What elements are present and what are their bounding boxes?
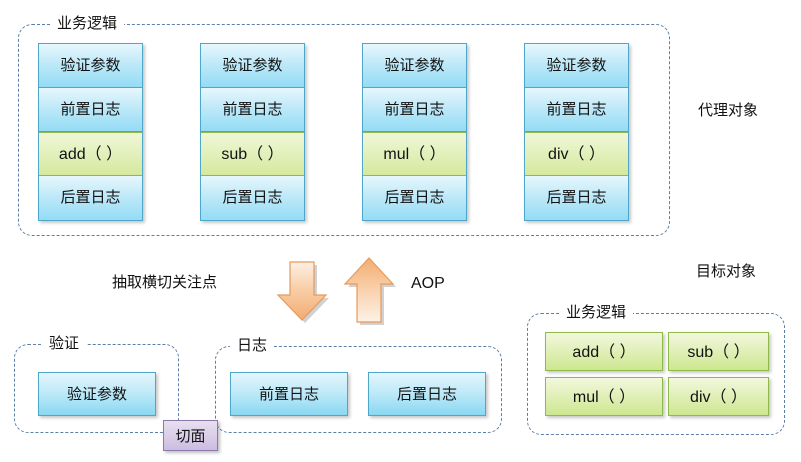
cell-validate-params: 验证参数 [201,44,304,88]
advice-box-validate-params[interactable]: 验证参数 [38,372,156,416]
cell-before-log: 前置日志 [363,88,466,132]
advice-box-after-log[interactable]: 后置日志 [368,372,486,416]
target-method-add[interactable]: add（ ） [545,332,663,371]
extract-crosscutting-concern-label: 抽取横切关注点 [112,274,218,291]
aspect-badge[interactable]: 切面 [163,420,218,451]
method-card-mul[interactable]: 验证参数 前置日志 mul（ ） 后置日志 [362,43,467,221]
log-group [215,346,502,433]
cell-after-log: 后置日志 [39,176,142,220]
target-method-sub[interactable]: sub（ ） [668,332,769,371]
target-method-div[interactable]: div（ ） [668,377,769,416]
cell-after-log: 后置日志 [201,176,304,220]
cell-before-log: 前置日志 [39,88,142,132]
log-group-label: 日志 [230,337,275,355]
method-card-add[interactable]: 验证参数 前置日志 add（ ） 后置日志 [38,43,143,221]
cell-method-sub: sub（ ） [201,132,304,176]
advice-box-before-log[interactable]: 前置日志 [230,372,348,416]
cell-after-log: 后置日志 [525,176,628,220]
cell-before-log: 前置日志 [525,88,628,132]
cell-validate-params: 验证参数 [39,44,142,88]
method-card-sub[interactable]: 验证参数 前置日志 sub（ ） 后置日志 [200,43,305,221]
proxy-object-group-label: 业务逻辑 [50,15,125,33]
validate-group-label: 验证 [42,335,87,353]
aop-label: AOP [411,275,445,292]
target-method-mul[interactable]: mul（ ） [545,377,663,416]
cell-before-log: 前置日志 [201,88,304,132]
cell-method-div: div（ ） [525,132,628,176]
proxy-object-group [18,24,670,236]
validate-group [14,344,179,433]
proxy-object-outside-label: 代理对象 [698,102,759,119]
cell-after-log: 后置日志 [363,176,466,220]
cell-method-mul: mul（ ） [363,132,466,176]
cell-validate-params: 验证参数 [363,44,466,88]
cell-method-add: add（ ） [39,132,142,176]
cell-validate-params: 验证参数 [525,44,628,88]
down-arrow [276,261,330,323]
target-object-outside-label: 目标对象 [696,263,757,280]
target-object-group [527,313,785,435]
method-card-div[interactable]: 验证参数 前置日志 div（ ） 后置日志 [524,43,629,221]
target-object-group-label: 业务逻辑 [559,304,634,322]
up-arrow [343,257,397,325]
